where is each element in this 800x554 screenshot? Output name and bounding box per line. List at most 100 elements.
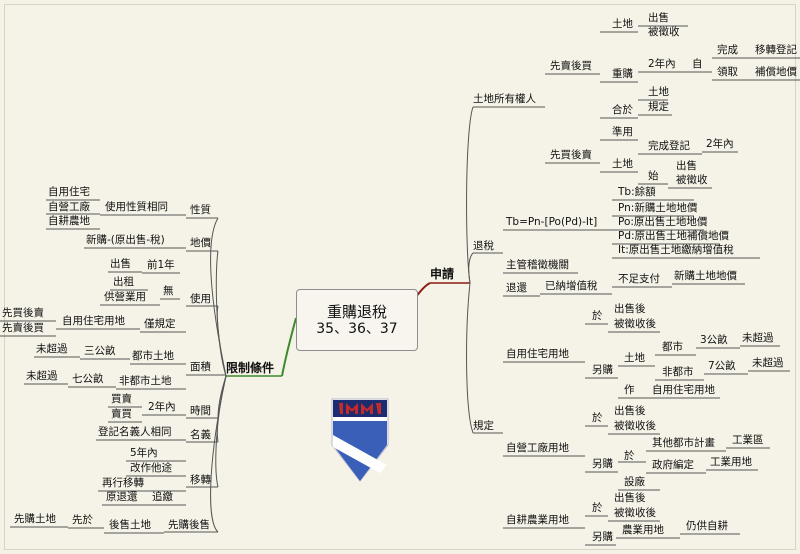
node-first[interactable]: 先於 bbox=[72, 514, 93, 526]
node-nature[interactable]: 性質 bbox=[190, 204, 211, 216]
node-resuse[interactable]: 自用住宅用地 bbox=[62, 315, 125, 327]
node-ownres2[interactable]: 自用住宅用地 bbox=[652, 384, 715, 396]
node-three[interactable]: 3公畝 bbox=[700, 334, 728, 346]
node-cityland[interactable]: 都市土地 bbox=[132, 350, 174, 362]
node-it[interactable]: It:原出售土地繳納增值稅 bbox=[618, 244, 734, 256]
node-sold1[interactable]: 出售 bbox=[648, 12, 669, 24]
node-receive[interactable]: 領取 bbox=[717, 66, 738, 78]
node-notexc3[interactable]: 未超過 bbox=[36, 343, 68, 355]
node-use[interactable]: 使用 bbox=[190, 293, 211, 305]
node-newland[interactable]: 新購土地地價 bbox=[674, 270, 737, 282]
node-value[interactable]: 地價 bbox=[190, 237, 211, 249]
node-govplan[interactable]: 政府編定 bbox=[652, 459, 694, 471]
node-levied3[interactable]: 被徵收後 bbox=[614, 318, 656, 330]
node-transfer[interactable]: 移轉 bbox=[190, 474, 211, 486]
node-land2[interactable]: 土地 bbox=[648, 86, 669, 98]
node-self[interactable]: 自 bbox=[692, 58, 703, 70]
node-levied5[interactable]: 被徵收後 bbox=[614, 507, 656, 519]
node-sold2[interactable]: 出售 bbox=[676, 160, 697, 172]
node-changeuse[interactable]: 改作他途 bbox=[130, 462, 172, 474]
node-forfarm[interactable]: 仍供自耕 bbox=[686, 520, 728, 532]
node-notexc2[interactable]: 未超過 bbox=[752, 357, 784, 369]
node-area[interactable]: 面積 bbox=[190, 361, 211, 373]
node-noncity[interactable]: 非都市 bbox=[662, 366, 694, 378]
node-samenature[interactable]: 使用性質相同 bbox=[105, 201, 168, 213]
node-sellfirst2[interactable]: 先購後售 bbox=[168, 519, 210, 531]
node-levied1[interactable]: 被徵收 bbox=[648, 26, 680, 38]
node-authority[interactable]: 主管稽徵機關 bbox=[506, 259, 569, 271]
node-sellb[interactable]: 賣買 bbox=[111, 408, 132, 420]
node-levied4[interactable]: 被徵收後 bbox=[614, 420, 656, 432]
node-buyfirst[interactable]: 先買後賣 bbox=[550, 149, 592, 161]
node-apply[interactable]: 申請 bbox=[430, 267, 455, 281]
node-sold3[interactable]: 出售後 bbox=[614, 303, 646, 315]
node-meets4[interactable]: 於 bbox=[624, 450, 635, 462]
node-po[interactable]: Po:原出售土地地價 bbox=[618, 216, 708, 228]
node-otherplan[interactable]: 其他都市計畫 bbox=[652, 437, 715, 449]
node-rule1[interactable]: 規定 bbox=[648, 101, 669, 113]
node-time[interactable]: 時間 bbox=[190, 405, 211, 417]
node-sellfirst[interactable]: 先賣後買 bbox=[550, 60, 592, 72]
node-noncityland[interactable]: 非都市土地 bbox=[119, 375, 172, 387]
node-applies[interactable]: 準用 bbox=[612, 126, 633, 138]
node-buysell[interactable]: 先賣後買 bbox=[2, 322, 44, 334]
node-notexc4[interactable]: 未超過 bbox=[26, 370, 58, 382]
node-factory2[interactable]: 自營工廠 bbox=[48, 201, 90, 213]
node-setup[interactable]: 設廠 bbox=[624, 476, 645, 488]
node-retransfer[interactable]: 再行移轉 bbox=[102, 477, 144, 489]
node-twoyrs2[interactable]: 2年內 bbox=[706, 138, 734, 150]
node-buy[interactable]: 買賣 bbox=[111, 393, 132, 405]
node-farmuse[interactable]: 農業用地 bbox=[622, 524, 664, 536]
node-another3[interactable]: 另購 bbox=[592, 531, 613, 543]
node-notexc1[interactable]: 未超過 bbox=[742, 332, 774, 344]
node-owner[interactable]: 土地所有權人 bbox=[473, 93, 536, 105]
node-seven2[interactable]: 七公畝 bbox=[72, 373, 104, 385]
node-twoyrs3[interactable]: 2年內 bbox=[148, 401, 176, 413]
node-factory[interactable]: 自營工廠用地 bbox=[506, 442, 569, 454]
node-farm[interactable]: 自耕農業用地 bbox=[506, 514, 569, 526]
node-onlyrule[interactable]: 僅規定 bbox=[144, 318, 176, 330]
node-city[interactable]: 都市 bbox=[662, 341, 683, 353]
node-business[interactable]: 供營業用 bbox=[104, 291, 146, 303]
node-yr1[interactable]: 前1年 bbox=[147, 259, 175, 271]
node-reg1[interactable]: 移轉登記 bbox=[755, 44, 797, 56]
node-fiveyrs[interactable]: 5年內 bbox=[130, 447, 158, 459]
node-sold5[interactable]: 出售後 bbox=[614, 492, 646, 504]
node-another1[interactable]: 另購 bbox=[592, 364, 613, 376]
node-conditions[interactable]: 限制條件 bbox=[226, 361, 275, 375]
node-origrefund[interactable]: 原退還 bbox=[106, 491, 138, 503]
node-sellbuy[interactable]: 先買後賣 bbox=[2, 307, 44, 319]
node-regname[interactable]: 登記名義人相同 bbox=[98, 426, 172, 438]
node-meets2[interactable]: 於 bbox=[592, 310, 603, 322]
node-rules[interactable]: 規定 bbox=[473, 420, 494, 432]
node-res[interactable]: 自用住宅 bbox=[48, 186, 90, 198]
node-ownres[interactable]: 自用住宅用地 bbox=[506, 348, 569, 360]
node-meets3[interactable]: 於 bbox=[592, 412, 603, 424]
node-land1[interactable]: 土地 bbox=[612, 18, 633, 30]
node-levied2[interactable]: 被徵收 bbox=[676, 174, 708, 186]
node-induse[interactable]: 工業用地 bbox=[710, 456, 752, 468]
node-sold6[interactable]: 出售 bbox=[110, 258, 131, 270]
node-pd[interactable]: Pd:原出售土地補償地價 bbox=[618, 230, 730, 242]
node-recover[interactable]: 追繳 bbox=[152, 491, 173, 503]
node-seven[interactable]: 7公畝 bbox=[708, 360, 736, 372]
node-start[interactable]: 始 bbox=[648, 170, 659, 182]
node-meets1[interactable]: 合於 bbox=[612, 104, 633, 116]
node-paidtax[interactable]: 已納增值稅 bbox=[545, 280, 598, 292]
node-farm2[interactable]: 自耕農地 bbox=[48, 215, 90, 227]
central-topic[interactable]: 重購退稅 35、36、37 bbox=[296, 289, 418, 351]
node-aftersale[interactable]: 後售土地 bbox=[109, 519, 151, 531]
node-twoyrs1[interactable]: 2年內 bbox=[648, 58, 676, 70]
node-newbuy[interactable]: 新購-(原出售-稅) bbox=[86, 234, 165, 246]
node-as1[interactable]: 作 bbox=[624, 384, 635, 396]
node-name[interactable]: 名義 bbox=[190, 429, 211, 441]
node-refund2[interactable]: 退還 bbox=[506, 282, 527, 294]
node-completereg2[interactable]: 完成登記 bbox=[648, 140, 690, 152]
node-rebuy[interactable]: 重購 bbox=[612, 68, 633, 80]
node-complete1[interactable]: 完成 bbox=[717, 44, 738, 56]
node-indzone[interactable]: 工業區 bbox=[732, 434, 764, 446]
node-meets5[interactable]: 於 bbox=[592, 502, 603, 514]
node-buyland[interactable]: 先購土地 bbox=[14, 513, 56, 525]
node-refund[interactable]: 退稅 bbox=[473, 240, 494, 252]
node-land3[interactable]: 土地 bbox=[612, 158, 633, 170]
